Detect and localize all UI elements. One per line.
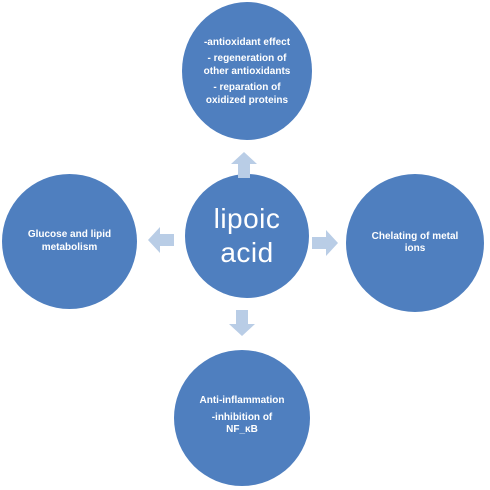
reparation-label-line-1: - reparation of [213,82,281,94]
anti-inflammation-node: Anti-inflammation -inhibition of NF_κB [174,350,310,486]
regeneration-label-line-2: other antioxidants [203,65,291,77]
center-label-line-2: acid [220,237,274,268]
antioxidant-effects-text: -antioxidant effect - regeneration of ot… [204,35,291,108]
inhibition-label-line-2: NF_κB [226,424,258,436]
arrow-down-icon [229,310,255,336]
glucose-lipid-label-line-1: Glucose and lipid [27,229,112,240]
antioxidant-effects-node: -antioxidant effect - regeneration of ot… [182,2,312,140]
glucose-lipid-metabolism-node: Glucose and lipid metabolism [2,174,137,309]
glucose-lipid-label-line-2: metabolism [41,241,98,253]
metal-chelation-node: Chelating of metal ions [346,174,484,312]
regeneration-label-line-1: - regeneration of [207,53,287,65]
anti-inflammation-text: Anti-inflammation -inhibition of NF_κB [200,395,285,441]
antioxidant-effect-label: -antioxidant effect [203,36,291,48]
arrow-right-icon [312,230,338,256]
reparation-label-line-2: oxidized proteins [205,94,289,106]
chelating-label-line-1: Chelating of metal [371,230,459,242]
center-label-line-1: lipoic [213,203,281,234]
inhibition-label-line-1: -inhibition of [211,411,273,423]
arrow-up-icon [231,152,257,178]
chelating-label-line-2: ions [404,243,426,254]
lipoic-acid-center-node: lipoic acid [185,174,309,298]
arrow-left-icon [148,227,174,253]
anti-inflammation-label: Anti-inflammation [199,395,285,407]
